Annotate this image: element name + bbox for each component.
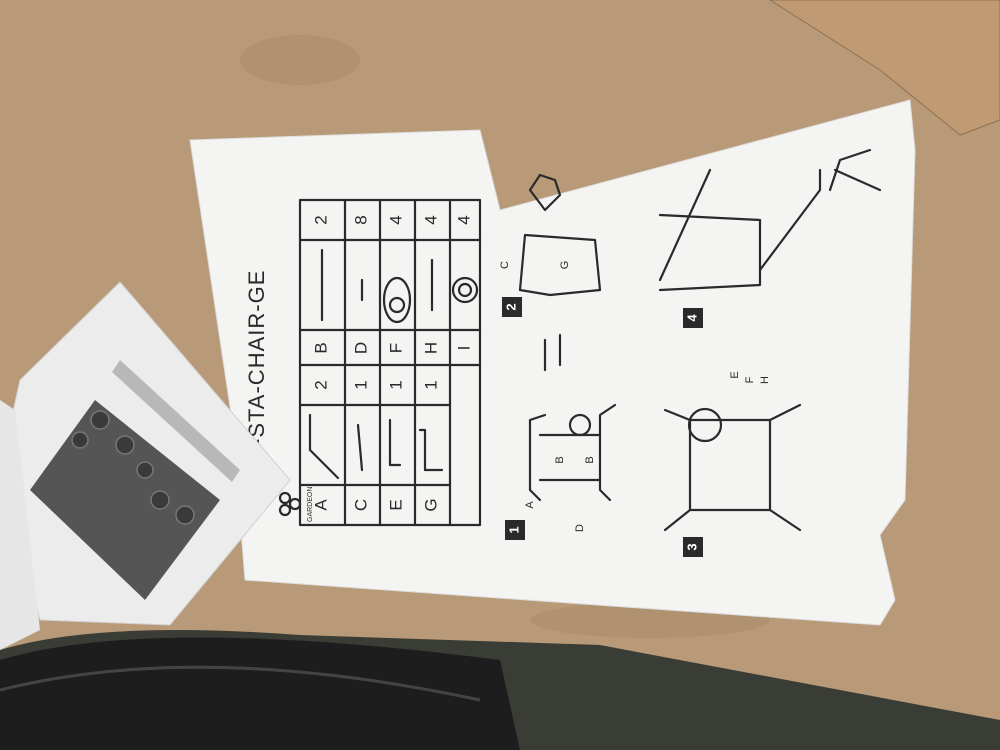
part-i-sketch	[451, 276, 479, 304]
svg-text:E: E	[729, 371, 741, 378]
screws-and-washers	[30, 400, 220, 600]
frame-highlight	[0, 665, 481, 702]
svg-text:GARDEON: GARDEON	[307, 487, 314, 522]
step-2: 2	[502, 297, 522, 317]
parts-table: A 2 B 2 C 1 D 8 E 1 F 4 G 1 H 4 I 4	[298, 198, 482, 527]
chair-frame	[0, 637, 520, 750]
step-4: 4	[683, 308, 703, 328]
instruction-sheet	[189, 99, 916, 626]
part-qty: 2	[311, 215, 330, 224]
allen-wrench	[112, 360, 240, 482]
washers	[71, 410, 195, 525]
part-e-sketch	[388, 418, 402, 467]
cardboard-flap	[769, 0, 1000, 136]
part-letter: F	[386, 343, 405, 353]
part-letter: I	[454, 346, 473, 351]
svg-text:4: 4	[684, 314, 699, 322]
part-qty: 1	[421, 380, 440, 389]
part-letter: H	[421, 342, 440, 354]
part-qty: 4	[386, 215, 405, 224]
part-letter: G	[421, 498, 440, 511]
step-4-diagram	[658, 148, 882, 292]
part-letter: B	[311, 342, 330, 353]
part-qty: 8	[351, 215, 370, 224]
part-letter: A	[311, 499, 330, 511]
step-3-diagram: E F H	[663, 371, 802, 532]
part-qty: 4	[454, 215, 473, 224]
stain	[240, 35, 360, 85]
step-3: 3	[683, 537, 703, 557]
part-letter: C	[351, 499, 370, 511]
svg-text:F: F	[744, 376, 756, 383]
part-qty: 1	[351, 380, 370, 389]
part-a-sketch	[308, 413, 340, 480]
svg-text:G: G	[559, 261, 571, 270]
part-f-sketch	[382, 276, 412, 324]
svg-text:3: 3	[684, 543, 699, 550]
svg-text:2: 2	[503, 303, 518, 310]
part-g-sketch	[418, 428, 444, 472]
step-2-diagram: C G	[499, 173, 602, 372]
svg-text:H: H	[759, 376, 771, 384]
part-qty: 4	[421, 215, 440, 224]
svg-text:1: 1	[506, 526, 521, 533]
svg-text:B: B	[584, 456, 596, 463]
step-1: 1	[505, 520, 525, 540]
svg-text:B: B	[554, 456, 566, 463]
part-qty: 2	[311, 380, 330, 389]
svg-text:C: C	[499, 261, 511, 269]
part-c-sketch	[356, 423, 364, 472]
second-bag-edge	[0, 400, 40, 650]
part-letter: E	[386, 499, 405, 510]
part-qty: 1	[386, 380, 405, 389]
part-letter: D	[351, 342, 370, 354]
svg-text:D: D	[574, 524, 586, 532]
svg-text:A: A	[524, 501, 536, 509]
step-1-diagram: A B B D	[524, 403, 617, 532]
